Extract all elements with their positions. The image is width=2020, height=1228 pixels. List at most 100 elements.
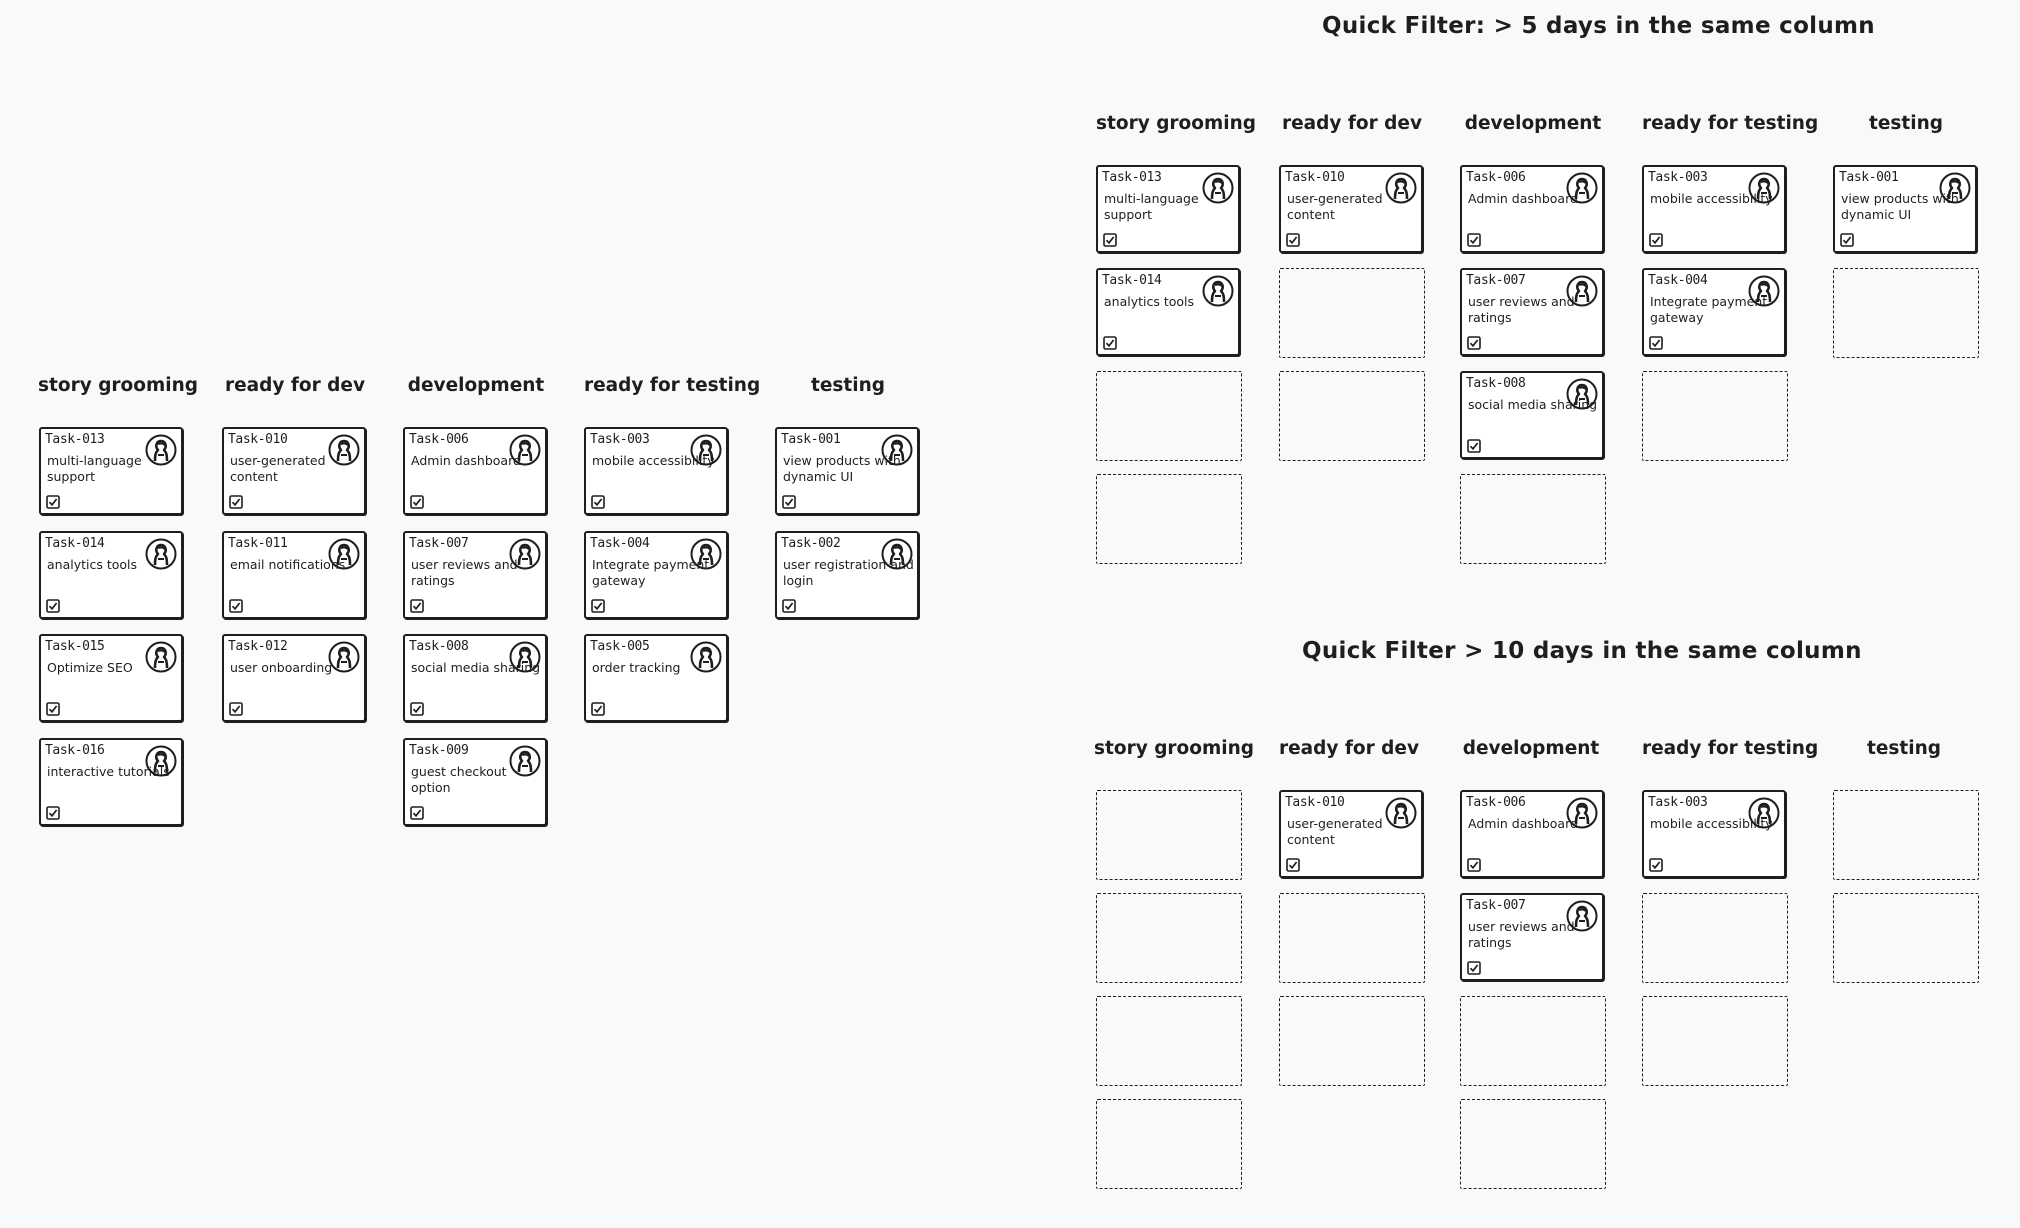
checked-checkbox-icon[interactable] — [1649, 232, 1663, 247]
person-avatar-icon — [509, 434, 541, 466]
task-id: Task-010 — [1285, 170, 1345, 185]
checked-checkbox-icon[interactable] — [591, 598, 605, 613]
person-avatar-icon — [509, 745, 541, 777]
person-avatar-icon — [145, 745, 177, 777]
task-id: Task-007 — [1466, 273, 1526, 288]
task-card[interactable]: Task-014 analytics tools — [1096, 268, 1240, 356]
checked-checkbox-icon[interactable] — [1286, 857, 1300, 872]
task-card[interactable]: Task-014 analytics tools — [39, 530, 183, 619]
task-id: Task-010 — [1285, 795, 1345, 810]
checked-checkbox-icon[interactable] — [591, 701, 605, 716]
person-avatar-icon — [1748, 275, 1780, 307]
checked-checkbox-icon[interactable] — [1467, 960, 1481, 975]
empty-card-slot — [1096, 1099, 1242, 1189]
empty-card-slot — [1833, 790, 1979, 880]
checked-checkbox-icon[interactable] — [1103, 335, 1117, 350]
checked-checkbox-icon[interactable] — [591, 494, 605, 509]
checked-checkbox-icon[interactable] — [229, 701, 243, 716]
checked-checkbox-icon[interactable] — [1103, 232, 1117, 247]
task-title: analytics tools — [47, 556, 138, 572]
column-title: ready for dev — [224, 375, 366, 396]
person-avatar-icon — [881, 434, 913, 466]
checked-checkbox-icon[interactable] — [1467, 232, 1481, 247]
checked-checkbox-icon[interactable] — [46, 494, 60, 509]
checked-checkbox-icon[interactable] — [1467, 857, 1481, 872]
checked-checkbox-icon[interactable] — [1649, 335, 1663, 350]
checked-checkbox-icon[interactable] — [46, 598, 60, 613]
task-title: mobile accessibility — [592, 453, 715, 468]
task-title: analytics tools — [1104, 294, 1195, 309]
checked-checkbox-icon[interactable] — [410, 494, 424, 509]
person-avatar-icon — [509, 538, 541, 570]
checked-checkbox-icon[interactable] — [782, 494, 796, 509]
task-title: user reviews and ratings — [1468, 919, 1575, 950]
checked-checkbox-icon[interactable] — [46, 805, 60, 820]
task-id: Task-015 — [45, 639, 105, 654]
checked-checkbox-icon[interactable] — [1467, 438, 1481, 453]
empty-card-slot — [1642, 996, 1788, 1086]
task-id: Task-001 — [781, 432, 841, 447]
checked-checkbox-icon[interactable] — [1649, 857, 1663, 872]
task-id: Task-014 — [1102, 273, 1162, 288]
task-id: Task-002 — [781, 535, 841, 551]
checked-checkbox-icon[interactable] — [782, 598, 796, 613]
task-id: Task-009 — [409, 742, 469, 758]
person-avatar-icon — [328, 538, 360, 570]
checked-checkbox-icon[interactable] — [229, 598, 243, 613]
task-id: Task-012 — [228, 639, 288, 654]
person-avatar-icon — [1566, 172, 1598, 204]
task-title: view products with dynamic UI — [783, 453, 901, 484]
column-title: ready for testing — [1642, 113, 1819, 134]
column-title: ready for testing — [1642, 738, 1819, 759]
empty-card-slot — [1833, 268, 1979, 358]
empty-card-slot — [1096, 996, 1242, 1086]
person-avatar-icon — [1202, 172, 1234, 204]
column-title: development — [1462, 738, 1600, 759]
checked-checkbox-icon[interactable] — [410, 598, 424, 613]
checked-checkbox-icon[interactable] — [410, 805, 424, 820]
checked-checkbox-icon[interactable] — [410, 701, 424, 716]
task-id: Task-014 — [45, 535, 105, 551]
column-title: story grooming — [1096, 113, 1257, 134]
checked-checkbox-icon[interactable] — [1286, 232, 1300, 247]
column-title: ready for testing — [584, 375, 761, 396]
task-id: Task-006 — [1466, 795, 1526, 810]
task-title: user-generated content — [1287, 816, 1383, 847]
empty-card-slot — [1279, 268, 1425, 358]
checked-checkbox-icon[interactable] — [46, 701, 60, 716]
person-avatar-icon — [1566, 900, 1598, 932]
checked-checkbox-icon[interactable] — [1467, 335, 1481, 350]
task-card[interactable]: Task-001 view products with dynamic UI — [775, 427, 919, 515]
checked-checkbox-icon[interactable] — [229, 494, 243, 509]
task-card[interactable]: Task-010 user-generated content — [1279, 790, 1423, 878]
task-id: Task-006 — [1466, 170, 1526, 185]
task-title: Admin dashboard — [1468, 816, 1578, 831]
person-avatar-icon — [1566, 275, 1598, 307]
checked-checkbox-icon[interactable] — [1840, 232, 1854, 247]
